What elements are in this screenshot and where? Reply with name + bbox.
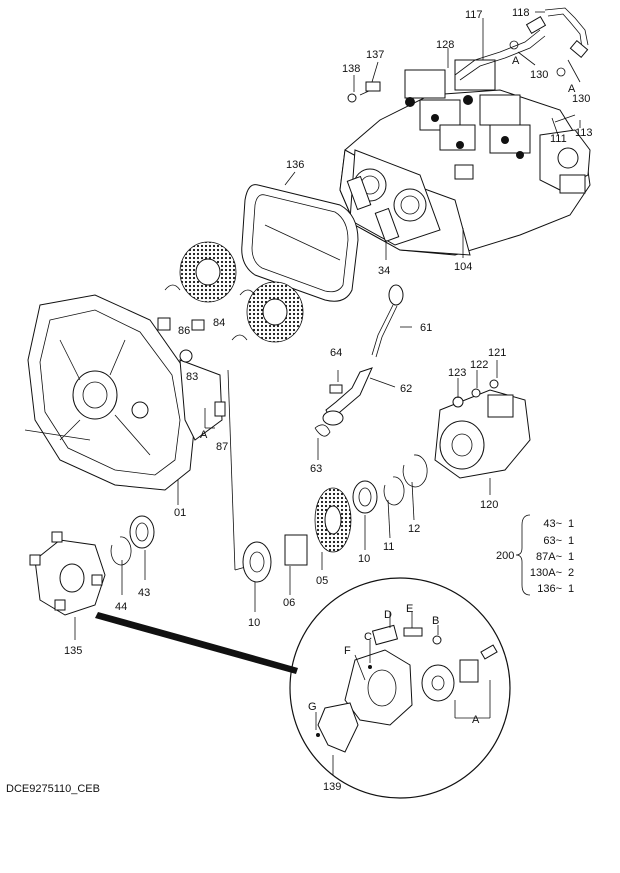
kit-item-part: 130A~ [530, 567, 562, 579]
gear-upper [179, 241, 237, 303]
kit-item-part: 87A~ [536, 551, 562, 563]
part-label: 61 [420, 322, 432, 334]
part-labels: 117 118 128 137 138 A 130 A 130 111 113 … [64, 7, 593, 793]
part-label: 05 [316, 575, 328, 587]
shaft-parts [110, 454, 428, 583]
gasket [241, 184, 359, 302]
kit-item-qty: 1 [568, 583, 574, 595]
part-label: 117 [465, 9, 483, 21]
pump-housing [27, 294, 226, 491]
kit-item-qty: 1 [568, 551, 574, 563]
part-label: D [384, 609, 392, 621]
kit-item-qty: 1 [568, 518, 574, 530]
part-label: 111 [550, 133, 567, 145]
part-label: 136 [286, 159, 304, 171]
part-label: 130 [530, 69, 548, 81]
part-label: 12 [408, 523, 420, 535]
part-label: 06 [283, 597, 295, 609]
part-label: 11 [383, 541, 394, 553]
part-label: 122 [470, 359, 488, 371]
dipstick-assembly [314, 284, 404, 437]
kit-list: 200 43~ 1 63~ 1 87A~ 1 130A~ 2 136~ 1 [496, 518, 574, 595]
part-label: G [308, 701, 317, 713]
part-label: 120 [480, 499, 498, 511]
kit-item-part: 43~ [543, 518, 562, 530]
main-pump-assembly [339, 7, 591, 256]
part-label: 62 [400, 383, 412, 395]
part-label: 130 [572, 93, 590, 105]
part-label: E [406, 603, 413, 615]
part-label: A [512, 55, 520, 67]
kit-number: 200 [496, 550, 514, 562]
part-label: 139 [323, 781, 341, 793]
part-label: 137 [366, 49, 384, 61]
part-label: C [364, 631, 372, 643]
part-label: A [568, 83, 576, 95]
part-label: 121 [488, 347, 506, 359]
part-label: 64 [330, 347, 342, 359]
kit-item-qty: 2 [568, 567, 574, 579]
part-label: A [200, 429, 208, 441]
gear-lower [246, 281, 304, 343]
coupling [29, 531, 106, 616]
part-label: 10 [248, 617, 260, 629]
callout-pointer [95, 612, 298, 674]
drawing-code: DCE9275110_CEB [6, 783, 100, 795]
part-label: A [472, 714, 480, 726]
gear-pump [434, 379, 531, 479]
part-label: 83 [186, 371, 198, 383]
kit-bracket [515, 514, 531, 596]
part-label: 34 [378, 265, 390, 277]
kit-item-qty: 1 [568, 535, 574, 547]
part-label: 86 [178, 325, 190, 337]
part-label: 123 [448, 367, 466, 379]
part-label: 87 [216, 441, 228, 453]
part-label: 135 [64, 645, 82, 657]
part-label: 10 [358, 553, 370, 565]
part-label: 63 [310, 463, 322, 475]
part-label: 118 [512, 7, 530, 19]
kit-item-part: 136~ [537, 583, 562, 595]
part-label: 44 [115, 601, 127, 613]
part-label: 01 [174, 507, 186, 519]
part-label: 113 [575, 127, 593, 139]
part-label: 104 [454, 261, 472, 273]
part-label: B [432, 615, 439, 627]
leader-lines [284, 11, 581, 260]
part-label: 43 [138, 587, 150, 599]
part-label: 138 [342, 63, 360, 75]
part-label: F [344, 645, 351, 657]
part-label: 128 [436, 39, 454, 51]
kit-item-part: 63~ [543, 535, 562, 547]
part-label: 84 [213, 317, 225, 329]
detail-view [289, 577, 511, 799]
